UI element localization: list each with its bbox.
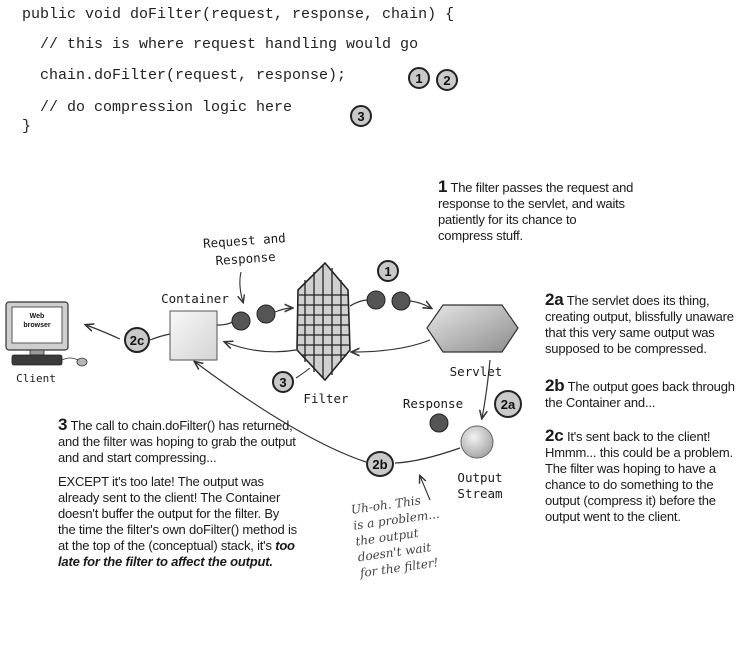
output-stream-ball [460,425,494,459]
arrow-container-to-2c [149,333,171,341]
note-number: 2c [545,426,564,445]
note-number: 2a [545,290,564,309]
code-line: public void doFilter(request, response, … [22,6,455,23]
code-marker-3: 3 [350,105,372,127]
note-number: 1 [438,177,448,196]
servlet-shape [426,304,519,353]
container-label: Container [161,291,229,306]
code-line: chain.doFilter(request, response); [22,67,347,84]
note-step-2a: 2a The servlet does its thing, creating … [545,290,750,357]
response-object-icon [256,304,276,324]
note-text-2: EXCEPT it's too late! The output was alr… [58,474,297,553]
note-emphasis: too late for the filter to affect the ou… [58,538,295,569]
note-text: The servlet does its thing, creating out… [545,293,734,356]
request-object-icon [231,311,251,331]
note-text: The output goes back through the Contain… [545,379,735,410]
client-label: Client [16,372,56,385]
step-2a-circle: 2a [494,390,522,418]
filter-label: Filter [303,391,349,406]
note-text: It's sent back to the client! Hmmm... th… [545,429,733,524]
arrow-to-client [86,325,121,340]
request-and-response-label: Request and Response [202,230,287,269]
note-text: The filter passes the request and respon… [438,180,634,243]
response-object-icon [391,291,411,311]
note-number: 2b [545,376,565,395]
output-stream-label: Output Stream [457,470,503,501]
response-object-icon [429,413,449,433]
note-step-3: 3 The call to chain.doFilter() has retur… [58,415,298,578]
step-2b-circle: 2b [366,451,394,477]
filter-grid-icon [296,261,351,382]
note-step-1: 1 The filter passes the request and resp… [438,177,634,244]
step-3-circle: 3 [272,371,294,393]
code-marker-2: 2 [436,69,458,91]
response-label: Response [402,396,464,411]
note-number: 3 [58,415,68,434]
code-line: // do compression logic here [22,99,293,116]
handwritten-note: Uh-oh. This is a problem... the output d… [350,493,441,581]
container-box [169,310,218,361]
request-object-icon [366,290,386,310]
client-computer-icon [5,301,88,367]
step-2c-circle: 2c [124,327,150,353]
note-text: The call to chain.doFilter() has returne… [58,418,296,465]
note-step-2c: 2c It's sent back to the client! Hmmm...… [545,426,745,525]
web-browser-label: Web browser [23,313,51,329]
servlet-label: Servlet [449,364,503,379]
code-line: } [22,118,32,135]
note-step-2b: 2b The output goes back through the Cont… [545,376,745,411]
code-marker-1: 1 [408,67,430,89]
step-1-circle: 1 [377,260,399,282]
code-line: // this is where request handling would … [22,36,419,53]
